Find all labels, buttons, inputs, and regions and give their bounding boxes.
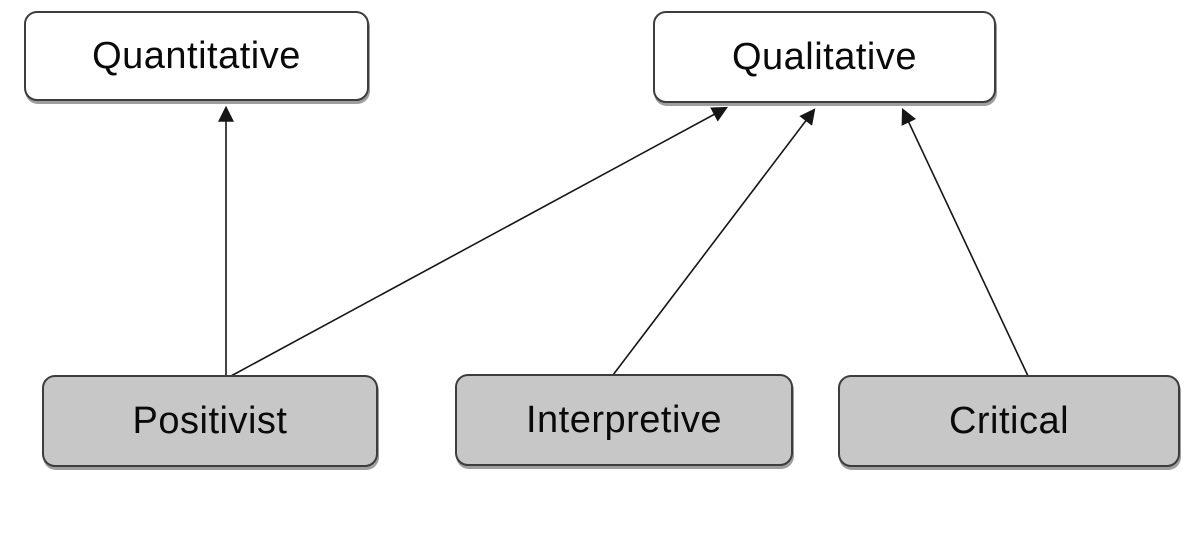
node-quantitative-label: Quantitative bbox=[92, 34, 301, 77]
arrow-positivist-to-qualitative bbox=[230, 106, 728, 377]
node-positivist-label: Positivist bbox=[132, 399, 288, 442]
arrow-critical-to-qualitative bbox=[901, 107, 1029, 377]
node-qualitative-label: Qualitative bbox=[731, 35, 918, 78]
arrow-interpretive-to-qualitative bbox=[612, 108, 816, 376]
node-quantitative: Quantitative bbox=[24, 11, 369, 101]
node-interpretive-label: Interpretive bbox=[525, 398, 723, 441]
node-qualitative: Qualitative bbox=[653, 11, 996, 103]
node-critical-label: Critical bbox=[948, 399, 1070, 442]
node-interpretive: Interpretive bbox=[455, 374, 793, 466]
node-positivist: Positivist bbox=[42, 375, 378, 467]
node-critical: Critical bbox=[838, 375, 1180, 467]
